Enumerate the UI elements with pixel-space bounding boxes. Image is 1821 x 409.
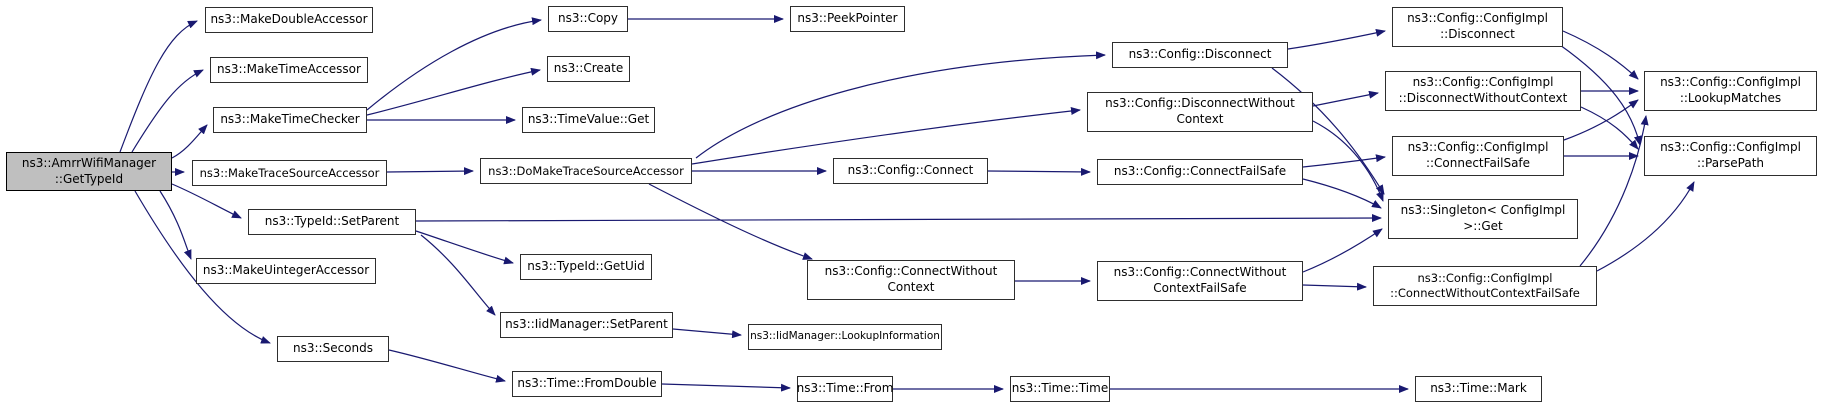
node-timeTime[interactable]: ns3::Time::Time (1010, 376, 1110, 402)
edge-makeTimeChecker-to-copy (366, 17, 542, 111)
node-configDisconnectWithoutContext[interactable]: ns3::Config::DisconnectWithout Context (1087, 92, 1313, 132)
node-configImplConnectFailSafe[interactable]: ns3::Config::ConfigImpl ::ConnectFailSaf… (1392, 136, 1564, 176)
edge-doMakeTraceSourceAccessor-to-configConnectWithoutContext (648, 183, 813, 260)
node-create[interactable]: ns3::Create (547, 56, 630, 82)
edge-configImplConnectWithoutContextFailSafe-to-configImplParsePath (1596, 181, 1695, 272)
edge-seconds-to-timeFromDouble (388, 349, 506, 383)
node-timeFromDouble[interactable]: ns3::Time::FromDouble (512, 371, 662, 397)
node-configImplConnectWithoutContextFailSafe[interactable]: ns3::Config::ConfigImpl ::ConnectWithout… (1373, 266, 1597, 306)
node-timeFrom[interactable]: ns3::Time::From (797, 376, 893, 402)
node-configImplDisconnectWithoutContext[interactable]: ns3::Config::ConfigImpl ::DisconnectWith… (1385, 71, 1581, 111)
edge-configConnectWithoutContextFailSafe-to-singletonGet (1302, 228, 1383, 273)
node-configConnectWithoutContextFailSafe[interactable]: ns3::Config::ConnectWithout ContextFailS… (1097, 261, 1303, 301)
node-makeTraceSourceAccessor[interactable]: ns3::MakeTraceSourceAccessor (192, 160, 387, 186)
edge-configDisconnect-to-configImplDisconnect (1287, 28, 1386, 50)
edge-getTypeId-to-makeTimeAccessor (131, 69, 204, 153)
node-configImplParsePath[interactable]: ns3::Config::ConfigImpl ::ParsePath (1644, 136, 1817, 176)
node-makeTimeAccessor[interactable]: ns3::MakeTimeAccessor (210, 57, 368, 83)
node-iidManagerLookupInformation[interactable]: ns3::IidManager::LookupInformation (748, 324, 942, 350)
node-makeUintegerAccessor[interactable]: ns3::MakeUintegerAccessor (196, 258, 376, 284)
node-timeMark[interactable]: ns3::Time::Mark (1415, 376, 1542, 402)
node-iidManagerSetParent[interactable]: ns3::IidManager::SetParent (500, 312, 673, 338)
node-configConnectWithoutContext[interactable]: ns3::Config::ConnectWithout Context (807, 260, 1015, 300)
edge-configConnectWithoutContextFailSafe-to-configImplConnectWithoutContextFailSafe (1302, 282, 1367, 291)
edge-makeTimeChecker-to-create (366, 67, 541, 116)
edge-configImplDisconnect-to-configImplParsePath (1559, 44, 1642, 146)
node-getTypeId[interactable]: ns3::AmrrWifiManager ::GetTypeId (6, 152, 172, 191)
edges-group (119, 15, 1695, 393)
edge-timeFromDouble-to-timeFrom (661, 383, 791, 392)
node-copy[interactable]: ns3::Copy (548, 6, 628, 32)
edge-configDisconnect-to-singletonGet (1271, 67, 1385, 195)
node-makeTimeChecker[interactable]: ns3::MakeTimeChecker (213, 107, 367, 133)
node-configDisconnect[interactable]: ns3::Config::Disconnect (1112, 42, 1288, 68)
edge-getTypeId-to-seconds (134, 190, 271, 344)
edge-makeTraceSourceAccessor-to-doMakeTraceSourceAccessor (386, 167, 474, 176)
node-peekPointer[interactable]: ns3::PeekPointer (790, 6, 905, 32)
edge-configConnect-to-configConnectFailSafe (987, 167, 1091, 176)
node-timeValueGet[interactable]: ns3::TimeValue::Get (522, 107, 655, 133)
node-configImplDisconnect[interactable]: ns3::Config::ConfigImpl ::Disconnect (1392, 7, 1563, 47)
edge-getTypeId-to-typeIdSetParent (171, 183, 242, 219)
node-configImplLookupMatches[interactable]: ns3::Config::ConfigImpl ::LookupMatches (1644, 71, 1817, 111)
edge-getTypeId-to-makeDoubleAccessor (119, 20, 198, 153)
edge-configImplConnectWithoutContextFailSafe-to-configImplLookupMatches (1579, 115, 1649, 267)
node-doMakeTraceSourceAccessor[interactable]: ns3::DoMakeTraceSourceAccessor (480, 158, 692, 184)
edge-configConnectFailSafe-to-singletonGet (1302, 178, 1382, 209)
edge-configDisconnectWithoutContext-to-singletonGet (1312, 120, 1384, 202)
node-makeDoubleAccessor[interactable]: ns3::MakeDoubleAccessor (205, 7, 373, 33)
edge-getTypeId-to-makeUintegerAccessor (159, 190, 192, 260)
node-typeIdGetUid[interactable]: ns3::TypeId::GetUid (520, 254, 652, 280)
edge-typeIdSetParent-to-typeIdGetUid (415, 230, 514, 265)
edge-typeIdSetParent-to-singletonGet (415, 214, 1382, 223)
edge-configConnectFailSafe-to-configImplConnectFailSafe (1302, 154, 1386, 168)
edge-doMakeTraceSourceAccessor-to-configDisconnect (695, 51, 1106, 159)
edge-typeIdSetParent-to-iidManagerSetParent (420, 234, 496, 316)
node-singletonGet[interactable]: ns3::Singleton< ConfigImpl >::Get (1388, 199, 1578, 239)
edge-configImplDisconnectWithoutContext-to-configImplParsePath (1580, 106, 1639, 150)
node-typeIdSetParent[interactable]: ns3::TypeId::SetParent (248, 209, 416, 235)
edge-configDisconnectWithoutContext-to-configImplDisconnectWithoutContext (1312, 90, 1379, 107)
node-configConnectFailSafe[interactable]: ns3::Config::ConnectFailSafe (1097, 159, 1303, 185)
node-configConnect[interactable]: ns3::Config::Connect (833, 158, 988, 184)
node-seconds[interactable]: ns3::Seconds (277, 336, 389, 362)
edge-getTypeId-to-makeTimeChecker (171, 124, 208, 159)
edge-iidManagerSetParent-to-iidManagerLookupInformation (672, 328, 742, 339)
edge-doMakeTraceSourceAccessor-to-configDisconnectWithoutContext (691, 107, 1081, 165)
edge-configImplConnectFailSafe-to-configImplLookupMatches (1563, 99, 1639, 141)
edge-configImplDisconnect-to-configImplLookupMatches (1562, 30, 1639, 80)
